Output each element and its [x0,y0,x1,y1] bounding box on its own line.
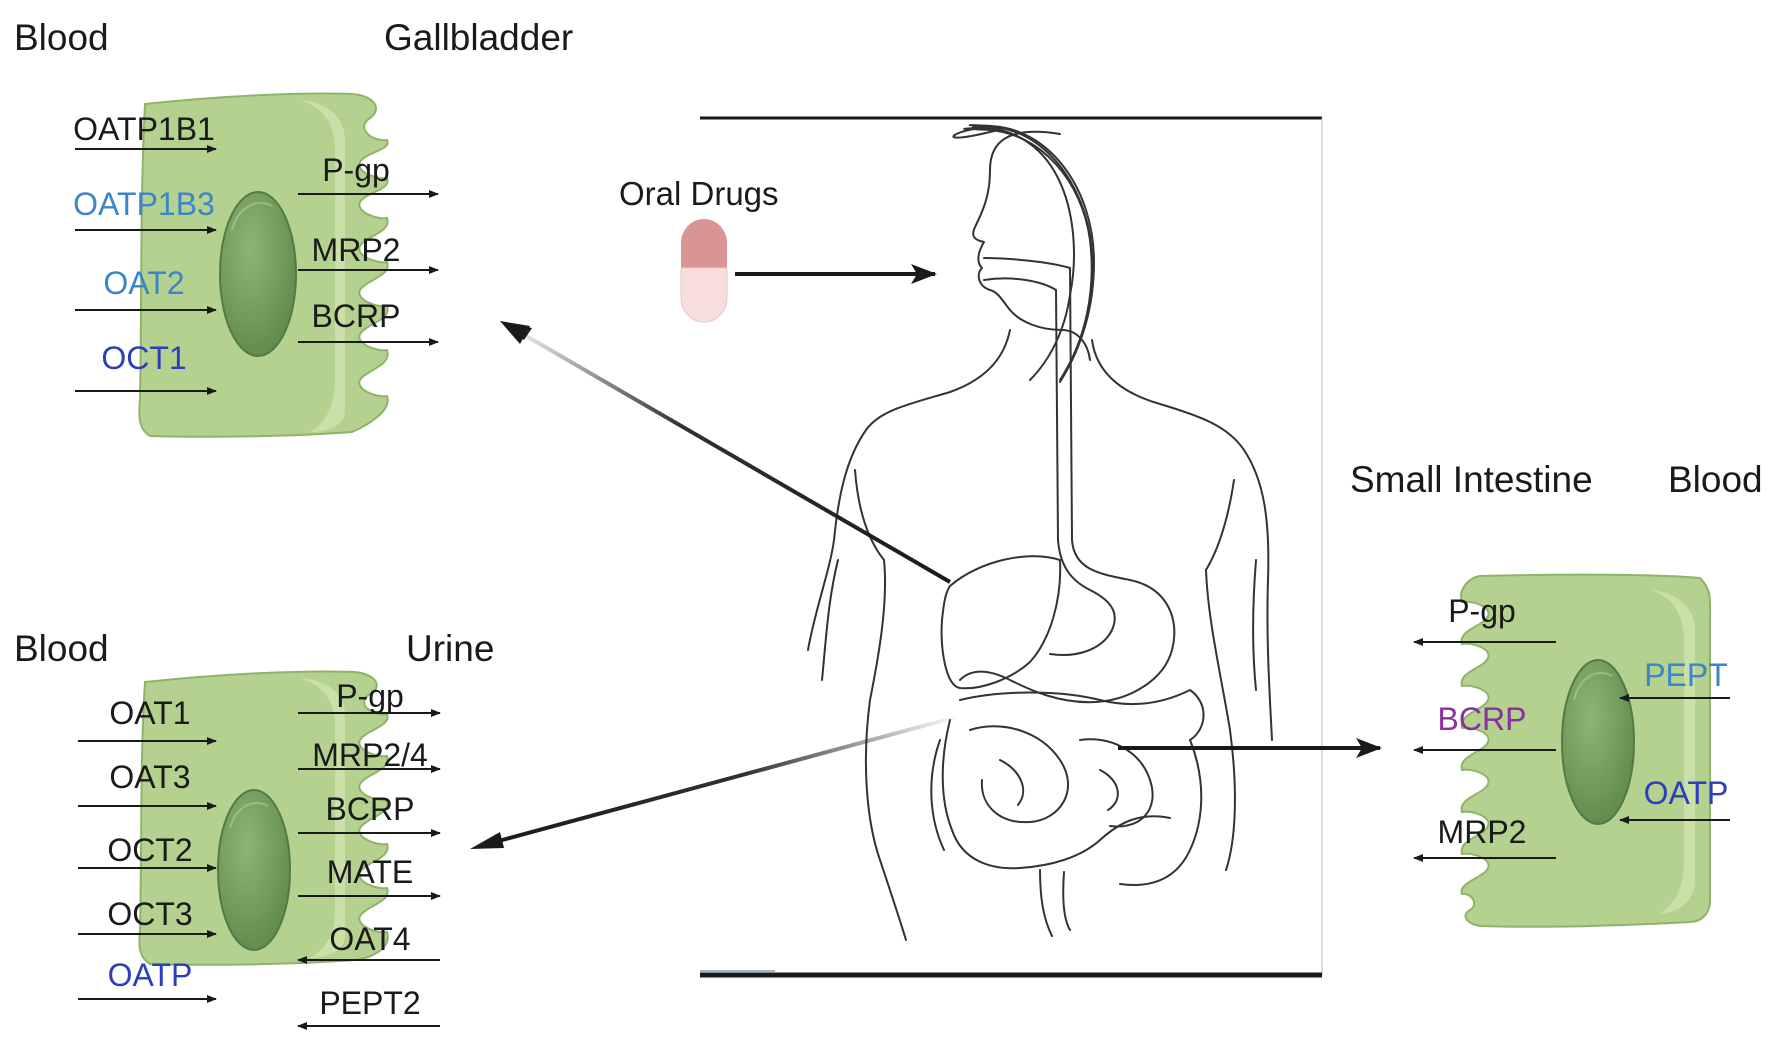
liver-efflux-label-bcrp: BCRP [312,298,401,334]
kidney-right-label-bcrp: BCRP [326,791,415,827]
kidney-arrowhead [470,832,504,849]
liver-cell-highlight [300,100,345,432]
kidney-right-label-oat4: OAT4 [329,921,410,957]
intestine-efflux-label-p-gp: P-gp [1448,593,1516,629]
intestine-efflux-label-mrp2: MRP2 [1438,814,1527,850]
kidney-uptake-label-oct2: OCT2 [107,832,192,868]
human-body-outline-icon [807,124,1273,941]
liver-uptake-label-oct1: OCT1 [101,340,186,376]
kidney-cell-highlight [300,678,345,958]
kidney-uptake-label-oct3: OCT3 [107,896,192,932]
intestine-efflux-label-bcrp: BCRP [1438,701,1527,737]
organ-arrows [470,320,1382,849]
liver-cell-panel: Blood Gallbladder OATP1B1OATP1B3OAT2OCT1… [14,17,573,438]
intestine-uptake-transporters: PEPT OATP [1619,657,1730,824]
liver-uptake-label-oat2: OAT2 [103,265,184,301]
kidney-nucleus [217,789,291,951]
intestine-cell-highlight [1650,590,1695,914]
kidney-uptake-label-oat1: OAT1 [109,695,190,731]
kidney-uptake-label-oat3: OAT3 [109,759,190,795]
intestine-left-title: Small Intestine [1350,459,1593,500]
liver-uptake-label-oatp1b3: OATP1B3 [73,186,215,222]
liver-nucleus [219,191,297,357]
intestine-nucleus [1561,659,1635,825]
intestine-uptake-label-oatp: OATP [1644,775,1729,811]
intestine-right-title: Blood [1668,459,1763,500]
liver-right-title: Gallbladder [384,17,573,58]
kidney-left-title: Blood [14,628,109,669]
kidney-arrow [479,714,961,848]
intestine-uptake-label-pept: PEPT [1644,657,1728,693]
oral-drugs-label: Oral Drugs [619,175,779,212]
oral-drugs-group: Oral Drugs [619,175,937,323]
capsule-icon [680,219,728,323]
liver-efflux-label-p-gp: P-gp [322,152,390,188]
liver-left-title: Blood [14,17,109,58]
kidney-right-label-mate: MATE [327,854,414,890]
human-body-frame [700,116,1323,978]
kidney-right-label-p-gp: P-gp [336,678,404,714]
liver-arrow [500,320,952,584]
kidney-right-label-mrp2-4: MRP2/4 [312,737,428,773]
kidney-right-title: Urine [406,628,494,669]
liver-efflux-label-mrp2: MRP2 [312,232,401,268]
kidney-right-label-pept2: PEPT2 [319,985,420,1021]
kidney-uptake-label-oatp: OATP [108,957,193,993]
liver-uptake-label-oatp1b1: OATP1B1 [73,111,215,147]
